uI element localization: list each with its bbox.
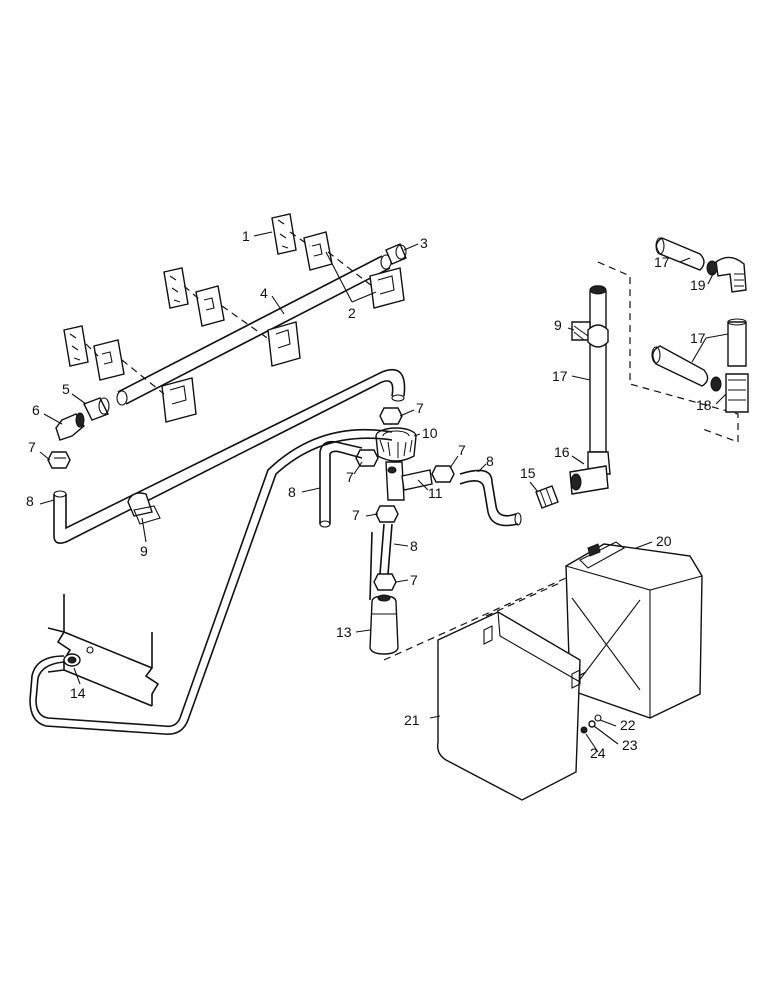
fitting-15 bbox=[535, 485, 559, 509]
leader-lines bbox=[39, 231, 729, 753]
hose-8-right bbox=[459, 469, 522, 527]
callout-8-right: 8 bbox=[486, 453, 494, 469]
tube-17-vertical bbox=[727, 318, 747, 367]
elbow-19 bbox=[706, 256, 747, 293]
callout-24: 24 bbox=[590, 745, 606, 761]
fitting-16 bbox=[569, 451, 611, 495]
fitting-14 bbox=[63, 646, 94, 667]
callout-8-left: 8 bbox=[26, 493, 34, 509]
callout-1: 1 bbox=[242, 228, 250, 244]
return-line-long bbox=[29, 428, 393, 736]
callout-9-left: 9 bbox=[140, 543, 148, 559]
callout-5: 5 bbox=[62, 381, 70, 397]
screws-22-23-24 bbox=[580, 714, 602, 734]
guard-21 bbox=[436, 611, 581, 801]
return-hose bbox=[53, 368, 406, 544]
callout-17-tube: 17 bbox=[552, 368, 568, 384]
inset-outline bbox=[597, 261, 739, 443]
callout-8-centre: 8 bbox=[288, 484, 296, 500]
clamp-set-left bbox=[63, 325, 197, 423]
callout-18: 18 bbox=[696, 397, 712, 413]
clamp-set-middle bbox=[163, 267, 301, 367]
callout-16: 16 bbox=[554, 444, 570, 460]
callouts: 1 2 3 4 5 6 7 8 9 7 10 7 7 8 11 8 7 8 7 … bbox=[26, 228, 712, 761]
hose-clip-9-left bbox=[127, 492, 161, 525]
callout-7-bottom: 7 bbox=[410, 572, 418, 588]
upright-tube-17 bbox=[589, 285, 607, 453]
filter-head-10 bbox=[375, 427, 417, 462]
callout-4: 4 bbox=[260, 285, 268, 301]
callout-7-mid: 7 bbox=[346, 469, 354, 485]
clamp-set-right bbox=[271, 213, 405, 309]
callout-21: 21 bbox=[404, 712, 420, 728]
fuel-pump-13 bbox=[369, 594, 399, 655]
callout-19: 19 bbox=[690, 277, 706, 293]
callout-15: 15 bbox=[520, 465, 536, 481]
hose-clip-9-right bbox=[571, 321, 609, 348]
callout-7-left: 7 bbox=[28, 439, 36, 455]
callout-11: 11 bbox=[428, 485, 443, 501]
tube-17-lower bbox=[651, 345, 709, 387]
callout-7-top: 7 bbox=[416, 400, 424, 416]
callout-17-inset: 17 bbox=[690, 330, 706, 346]
callout-3: 3 bbox=[420, 235, 428, 251]
callout-7-right: 7 bbox=[458, 442, 466, 458]
tee-18 bbox=[710, 373, 749, 413]
callout-17-top: 17 bbox=[654, 254, 670, 270]
tee-fitting-11 bbox=[385, 461, 433, 501]
elbow-6 bbox=[55, 412, 85, 441]
callout-7-lower: 7 bbox=[352, 507, 360, 523]
nut-7-top bbox=[379, 407, 403, 425]
tube-17-top bbox=[655, 237, 705, 271]
end-cap bbox=[385, 243, 407, 265]
bulkhead-section bbox=[47, 594, 160, 707]
callout-6: 6 bbox=[32, 402, 40, 418]
feed-pipe bbox=[369, 523, 393, 601]
boom-tube bbox=[116, 254, 392, 406]
callout-20: 20 bbox=[656, 533, 672, 549]
nut-7-left bbox=[47, 451, 71, 469]
callout-14: 14 bbox=[70, 685, 86, 701]
callout-8-pipe: 8 bbox=[410, 538, 418, 554]
callout-10: 10 bbox=[422, 425, 438, 441]
callout-2: 2 bbox=[348, 305, 356, 321]
tank-20 bbox=[565, 541, 703, 719]
callout-13: 13 bbox=[336, 624, 352, 640]
callout-22: 22 bbox=[620, 717, 636, 733]
callout-23: 23 bbox=[622, 737, 638, 753]
connector-5 bbox=[83, 397, 110, 421]
callout-9-right: 9 bbox=[554, 317, 562, 333]
